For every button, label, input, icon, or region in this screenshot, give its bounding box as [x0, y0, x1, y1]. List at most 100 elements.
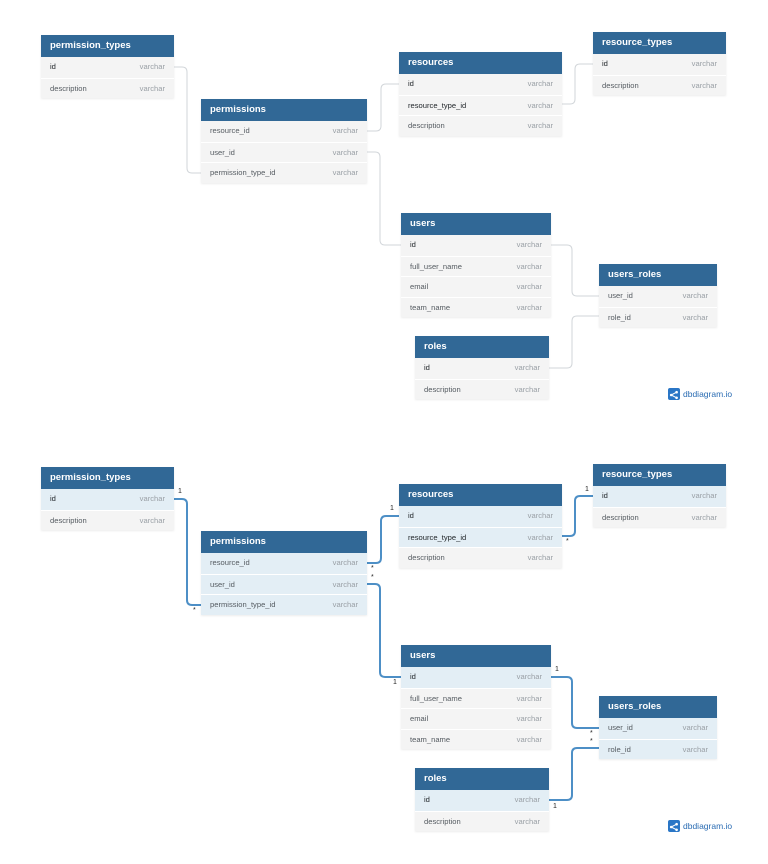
- field-name: id: [602, 59, 608, 68]
- dbdiagram-logo[interactable]: dbdiagram.io: [668, 820, 732, 832]
- field-name: email: [410, 714, 429, 723]
- field-name: description: [408, 121, 445, 130]
- link-users-users-roles: [551, 676, 599, 729]
- table-header[interactable]: resources: [399, 52, 562, 74]
- table-header[interactable]: roles: [415, 768, 549, 790]
- link-users-users-roles: [551, 244, 599, 297]
- table-header[interactable]: permissions: [201, 99, 367, 121]
- field-type: varchar: [514, 816, 540, 826]
- field-type: varchar: [527, 100, 553, 110]
- field-row[interactable]: id varchar: [593, 54, 726, 75]
- field-type: varchar: [332, 168, 358, 177]
- field-type: varchar: [516, 240, 542, 249]
- field-name: id: [424, 795, 430, 804]
- cardinality-one: 1: [553, 803, 557, 810]
- table-header[interactable]: permission_types: [41, 467, 174, 489]
- field-name: email: [410, 282, 429, 291]
- field-type: varchar: [332, 126, 358, 135]
- table-header[interactable]: users: [401, 645, 551, 667]
- field-name: full_user_name: [410, 693, 462, 703]
- table-header[interactable]: permissions: [201, 531, 367, 553]
- link-permissions-users: [367, 583, 401, 678]
- field-row[interactable]: id varchar: [399, 506, 562, 527]
- field-type: varchar: [332, 147, 358, 157]
- table-header[interactable]: permission_types: [41, 35, 174, 57]
- field-type: varchar: [691, 59, 717, 68]
- field-name: id: [408, 511, 414, 520]
- field-type: varchar: [682, 744, 708, 754]
- logo-text: dbdiagram.io: [683, 821, 733, 831]
- field-row[interactable]: resource_id varchar: [201, 553, 367, 574]
- table-header[interactable]: resources: [399, 484, 562, 506]
- field-type: varchar: [516, 302, 542, 312]
- dbdiagram-logo[interactable]: dbdiagram.io: [668, 388, 732, 400]
- table-header[interactable]: roles: [415, 336, 549, 358]
- table-header[interactable]: resource_types: [593, 464, 726, 486]
- diagram-panel-highlighted: 1 * 1 * 1 * * 1 1 * * 1 permission_types…: [0, 432, 768, 864]
- field-name: id: [602, 491, 608, 500]
- field-name: resource_id: [210, 558, 250, 567]
- field-type: varchar: [527, 511, 553, 520]
- table-header[interactable]: users_roles: [599, 264, 717, 286]
- field-name: description: [408, 553, 445, 562]
- table-header[interactable]: users: [401, 213, 551, 235]
- field-type: varchar: [332, 558, 358, 567]
- field-type: varchar: [139, 83, 165, 93]
- field-name: user_id: [608, 723, 633, 732]
- field-type: varchar: [514, 363, 540, 372]
- field-type: varchar: [516, 734, 542, 744]
- field-type: varchar: [691, 512, 717, 522]
- table-header[interactable]: users_roles: [599, 696, 717, 718]
- field-type: varchar: [682, 312, 708, 322]
- field-name: user_id: [608, 291, 633, 300]
- table-header[interactable]: resource_types: [593, 32, 726, 54]
